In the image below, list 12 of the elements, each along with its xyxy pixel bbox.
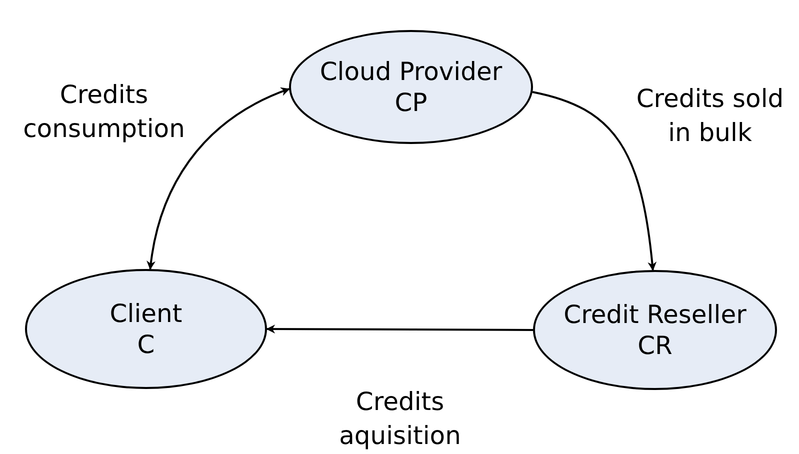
node-label: CR [638, 330, 672, 361]
arrow [266, 324, 533, 334]
edge-label: Credits consumption [22, 79, 186, 145]
node-label: Cloud Provider [320, 56, 502, 87]
node-label: Credit Reseller [564, 299, 746, 330]
node-label: C [137, 329, 155, 360]
node-label: Client [110, 298, 182, 329]
arrow [146, 88, 290, 270]
edge-label: Credits aquisition [338, 386, 462, 452]
arrow [532, 91, 656, 271]
edge-label: Credits sold in bulk [635, 83, 785, 149]
node-label: CP [394, 87, 428, 118]
